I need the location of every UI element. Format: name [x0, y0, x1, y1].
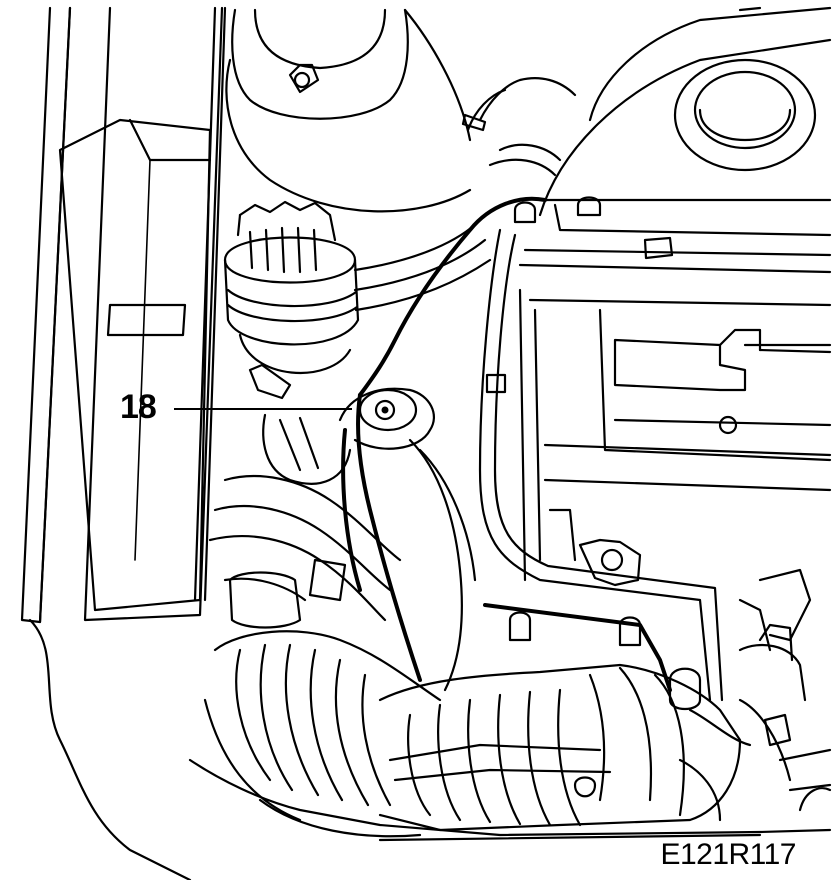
strut-tower — [225, 8, 472, 213]
lower-right-parts — [258, 611, 832, 838]
intake-tube — [203, 630, 742, 832]
callout-number: 18 — [120, 388, 157, 426]
grommet — [338, 387, 436, 450]
wire-harness — [341, 196, 672, 692]
pipe — [461, 77, 724, 702]
fender-panel — [20, 6, 227, 880]
figure-code: E121R117 — [660, 838, 796, 871]
intake-hoses — [208, 413, 477, 692]
reservoir — [223, 200, 492, 400]
crossmember — [188, 758, 832, 842]
bracket — [578, 538, 812, 652]
engine-head — [513, 6, 832, 582]
